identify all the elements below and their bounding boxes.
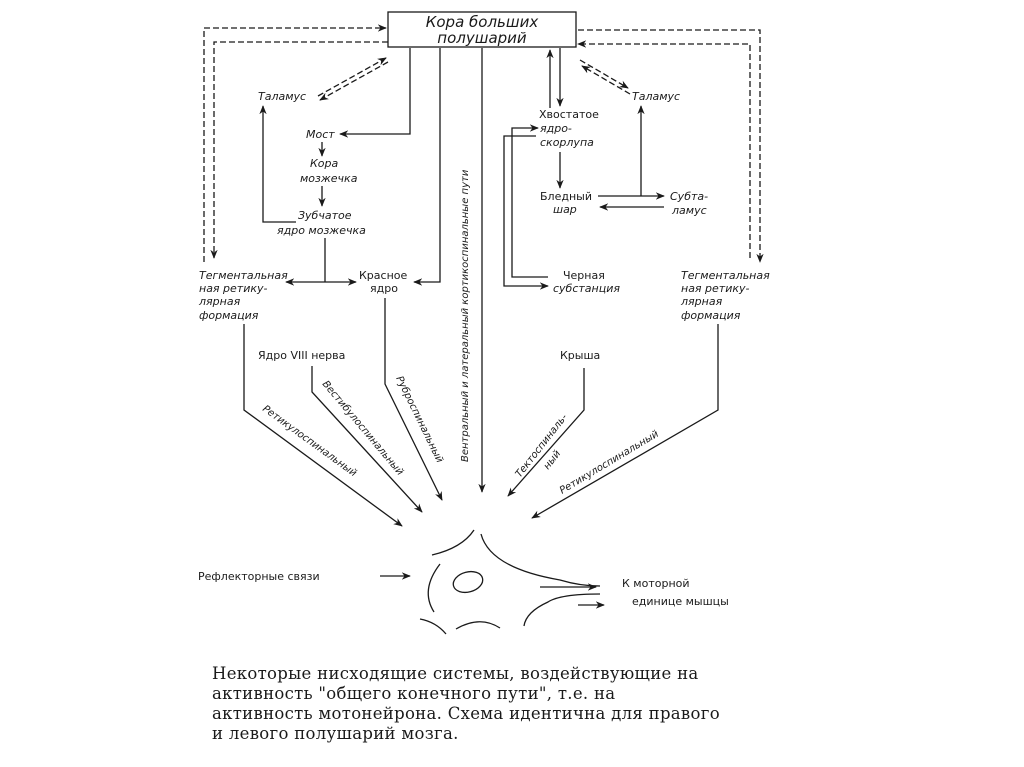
- output-label-1: К моторной: [622, 577, 690, 590]
- substantia-nigra-label-2: субстанция: [553, 282, 620, 295]
- right-tegmental-label-1: Тегментальная: [681, 269, 770, 282]
- caudate-label-1: Хвостатое: [539, 108, 599, 121]
- dentate-label-2: ядро мозжечка: [277, 224, 366, 237]
- cortex-to-red-nucleus: [413, 48, 441, 286]
- neuron-outline-top-right: [480, 533, 601, 587]
- left-reticulospinal-path: [243, 324, 403, 527]
- cortex-label-line1: Кора больших: [426, 13, 539, 31]
- left-thalamus-label: Таламус: [258, 90, 306, 103]
- caption-line-3: активность мотонейрона. Схема идентична …: [212, 704, 720, 723]
- vestibulospinal-path: [311, 366, 423, 513]
- caption-line-4: и левого полушарий мозга.: [212, 724, 459, 743]
- neuron-outline-bottom-left: [419, 618, 447, 635]
- neuron-outline-bottom: [455, 621, 501, 630]
- motoneuron: [419, 529, 601, 635]
- right-outer-dashed-loop: [578, 29, 764, 263]
- left-tegmental-label-1: Тегментальная: [199, 269, 288, 282]
- tectospinal-label-1: Тектоспиналь-: [514, 412, 571, 480]
- left-outer-dashed-loop: [203, 24, 387, 262]
- globus-pallidus-label-1: Бледный: [540, 190, 592, 203]
- neuron-nucleus: [452, 570, 484, 594]
- left-tegmental-label-2: ная ретику-: [199, 282, 268, 295]
- left-thalamus-dashed-up: [317, 57, 387, 97]
- subthalamus-label-1: Субта-: [670, 190, 708, 203]
- right-thalamus-dashed-up: [581, 65, 631, 95]
- dentate-label-1: Зубчатое: [298, 209, 352, 222]
- right-thalamus-dashed-down: [579, 59, 629, 89]
- tectum-label: Крыша: [560, 349, 600, 362]
- pons-label: Мост: [306, 128, 335, 141]
- right-tegmental-label-4: формация: [681, 309, 741, 322]
- cortex-box: Кора больших полушарий: [387, 11, 577, 48]
- rubrospinal-label: Руброспинальный: [393, 374, 446, 465]
- output-label-2: единице мышцы: [632, 595, 729, 608]
- cerebellar-cortex-label-2: мозжечка: [300, 172, 358, 185]
- tectospinal-path: [507, 368, 585, 497]
- caudate-label-3: скорлупа: [540, 136, 594, 149]
- left-tegmental-label-3: лярная: [198, 295, 241, 308]
- right-reticulospinal-path: [531, 324, 719, 519]
- figure-caption: Некоторые нисходящие системы, воздейству…: [212, 664, 892, 744]
- tectospinal-label-2: ный: [542, 448, 564, 472]
- right-thalamus-label: Таламус: [632, 90, 680, 103]
- neuron-outline-top-left: [431, 529, 475, 556]
- caption-line-1: Некоторые нисходящие системы, воздейству…: [212, 664, 699, 683]
- right-tegmental-label-3: лярная: [680, 295, 723, 308]
- cortex-label-line2: полушарий: [437, 29, 527, 47]
- rubrospinal-path: [384, 298, 443, 501]
- red-nucleus-label-2: ядро: [370, 282, 398, 295]
- substantia-nigra-label-1: Черная: [563, 269, 605, 282]
- cerebellar-cortex-label-1: Кора: [310, 157, 339, 170]
- cortex-to-pons: [339, 48, 411, 138]
- caudate-to-nigra: [503, 135, 549, 290]
- caudate-label-2: ядро-: [540, 122, 572, 135]
- left-tegmental-label-4: формация: [199, 309, 259, 322]
- nerve-nucleus-label: Ядро VIII нерва: [258, 349, 345, 362]
- dentate-to-thalamus: [259, 105, 296, 223]
- neuron-outline-right-lower: [523, 593, 601, 627]
- globus-pallidus-label-2: шар: [553, 203, 577, 216]
- caption-line-2: активность "общего конечного пути", т.е.…: [212, 684, 616, 703]
- left-thalamus-dashed-down: [319, 61, 389, 101]
- nigra-to-caudate: [511, 124, 548, 278]
- reflex-label: Рефлекторные связи: [198, 570, 320, 583]
- subthalamus-label-2: ламус: [671, 204, 707, 217]
- right-reticulospinal-label: Ретикулоспинальный: [558, 428, 661, 496]
- right-inner-dashed-loop: [577, 40, 751, 258]
- red-nucleus-label-1: Красное: [359, 269, 408, 282]
- left-inner-dashed-loop: [210, 41, 388, 259]
- neuron-outline-left: [427, 563, 441, 613]
- corticospinal-tract-label: Вентральный и латеральный кортикоспиналь…: [460, 169, 471, 462]
- right-tegmental-label-2: ная ретику-: [681, 282, 750, 295]
